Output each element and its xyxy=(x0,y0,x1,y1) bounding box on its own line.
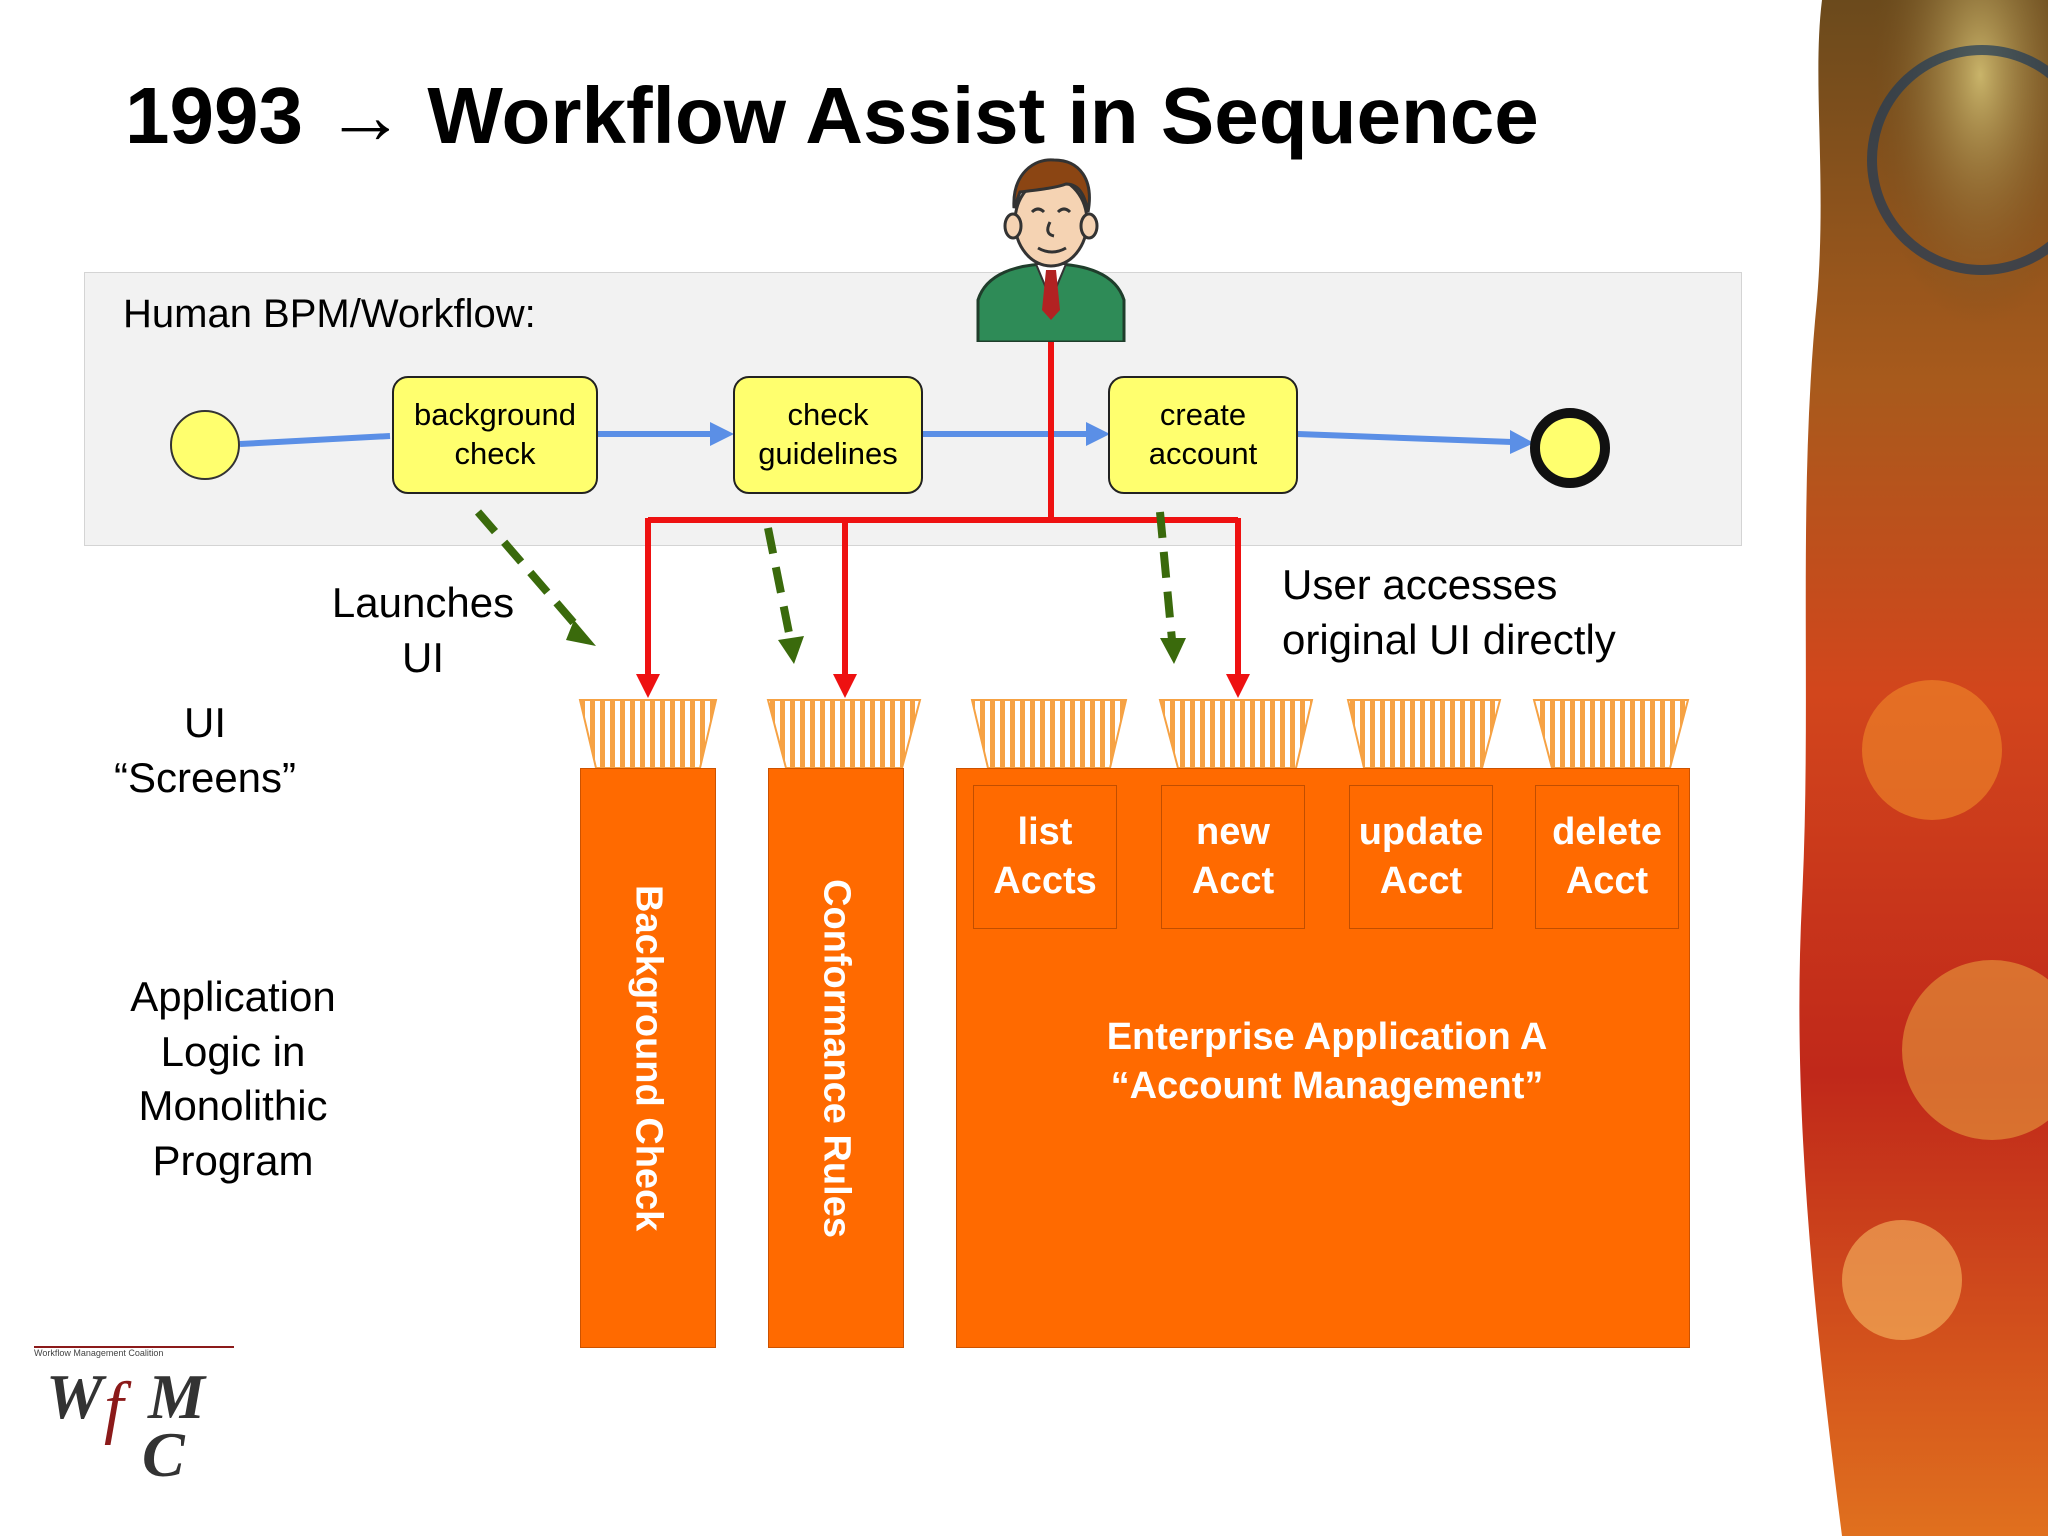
flow-arrow xyxy=(1297,431,1513,445)
ui-screens-label: UI “Screens” xyxy=(113,699,297,801)
end-event xyxy=(1530,408,1610,488)
conformance-rules-app: Conformance Rules xyxy=(768,768,904,1348)
access-arrow-head xyxy=(833,674,857,698)
ui-screen xyxy=(578,699,718,769)
page-title: 1993 → Workflow Assist in Sequence xyxy=(125,71,1539,160)
flow-arrow xyxy=(239,433,391,447)
conformance-rules-app-label: Conformance Rules xyxy=(815,878,858,1238)
start-event xyxy=(170,410,240,480)
launch-arrow xyxy=(474,509,584,633)
enterprise-app: list Accts new Acct update Acct delete A… xyxy=(956,768,1690,1348)
access-arrow-head xyxy=(636,674,660,698)
flow-arrow-head xyxy=(1086,422,1110,446)
businessman-icon xyxy=(976,158,1126,342)
ui-screen xyxy=(1158,699,1314,769)
launch-arrow xyxy=(1156,511,1176,641)
ui-screen xyxy=(1532,699,1690,769)
user-access-label: User accesses original UI directly xyxy=(1282,561,1616,663)
ui-screen xyxy=(1346,699,1502,769)
task-background-check: background check xyxy=(392,376,598,494)
wfmc-logo: Workflow Management Coalition W f M C xyxy=(34,1346,244,1496)
flow-arrow-head xyxy=(1510,430,1534,454)
enterprise-app-title: Enterprise Application A “Account Manage… xyxy=(1106,1016,1548,1108)
launch-arrow xyxy=(764,527,794,639)
app-logic-label: Application Logic in Monolithic Program xyxy=(130,973,336,1184)
background-check-app-label: Background Check xyxy=(627,884,670,1232)
function-delete-acct: delete Acct xyxy=(1535,785,1679,929)
background-check-app: Background Check xyxy=(580,768,716,1348)
wfmc-logo-tagline: Workflow Management Coalition xyxy=(34,1348,164,1358)
ui-screen xyxy=(970,699,1128,769)
launches-ui-label: Launches UI xyxy=(331,579,515,681)
task-create-account: create account xyxy=(1108,376,1298,494)
function-new-acct: new Acct xyxy=(1161,785,1305,929)
decorative-side-art xyxy=(1799,0,2048,1536)
ui-screen xyxy=(766,699,922,769)
launch-arrow-head xyxy=(1160,638,1186,664)
access-arrow-head xyxy=(1226,674,1250,698)
lane-label: Human BPM/Workflow: xyxy=(123,292,536,336)
function-update-acct: update Acct xyxy=(1349,785,1493,929)
flow-arrow-head xyxy=(710,422,734,446)
task-check-guidelines: check guidelines xyxy=(733,376,923,494)
function-list-accts: list Accts xyxy=(973,785,1117,929)
launch-arrow-head xyxy=(566,620,596,646)
launch-arrow-head xyxy=(778,636,804,664)
